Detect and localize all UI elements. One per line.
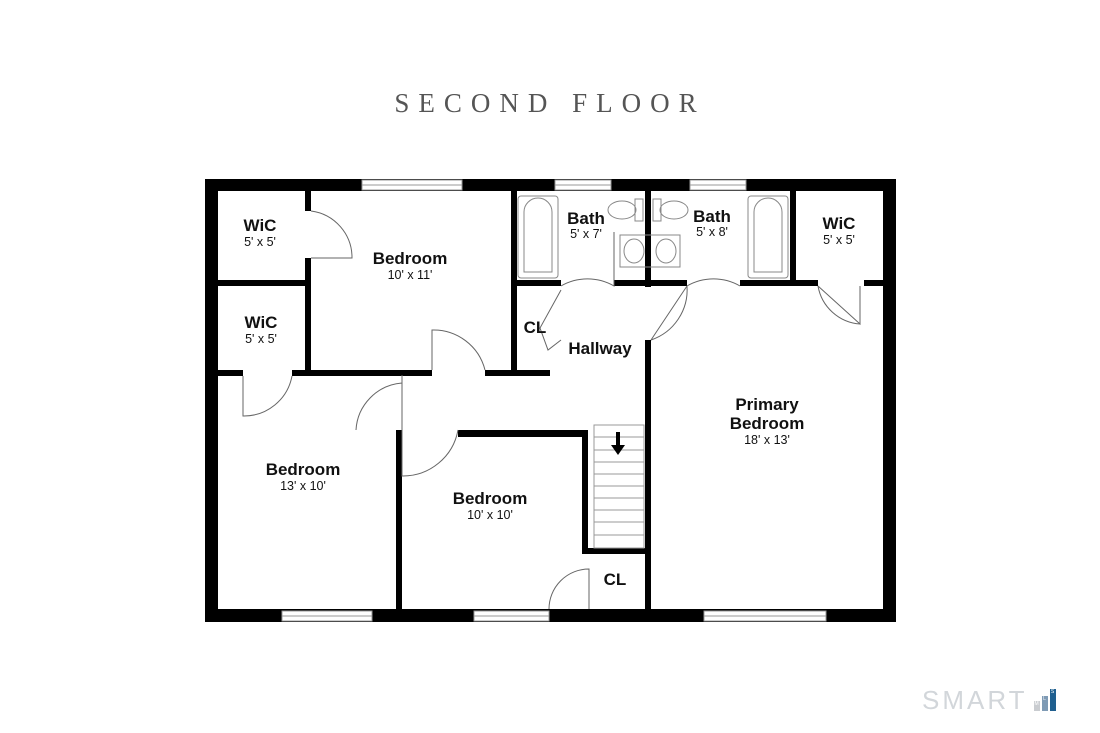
bedroom-center-name: Bedroom xyxy=(453,489,528,508)
wic-top-right-dims: 5' x 5' xyxy=(823,233,855,247)
window-lines xyxy=(282,184,826,617)
logo-bar-s: S xyxy=(1049,689,1056,711)
bath-left-dims: 5' x 7' xyxy=(570,227,602,241)
bath-right-dims: 5' x 8' xyxy=(696,225,728,239)
logo-bars: M L S xyxy=(1032,689,1056,711)
bedroom-top-dims: 10' x 11' xyxy=(388,268,433,282)
page-title: SECOND FLOOR xyxy=(394,88,706,118)
logo-text: SMART xyxy=(922,684,1028,715)
primary-bedroom-dims: 18' x 13' xyxy=(744,433,790,447)
door-swings xyxy=(242,210,861,610)
bathroom-fixtures xyxy=(517,195,789,279)
bedroom-center-dims: 10' x 10' xyxy=(467,508,513,522)
bedroom-left-name: Bedroom xyxy=(266,460,341,479)
bath-left-name: Bath xyxy=(567,209,605,228)
interior-walls xyxy=(218,191,884,610)
bedroom-left-dims: 13' x 10' xyxy=(280,479,326,493)
wic-top-left-name: WiC xyxy=(244,216,277,235)
wic-top-right-name: WiC xyxy=(823,214,856,233)
wic-mid-left-name: WiC xyxy=(245,313,278,332)
stairs xyxy=(593,424,645,549)
room-labels: WiC 5' x 5' Bedroom 10' x 11' Bath 5' x … xyxy=(244,207,856,589)
bath-right-name: Bath xyxy=(693,207,731,226)
primary-bedroom-name-line1: Primary xyxy=(735,395,799,414)
bedroom-top-name: Bedroom xyxy=(373,249,448,268)
hallway-name: Hallway xyxy=(568,339,632,358)
smart-mls-logo: SMART M L S xyxy=(922,684,1056,715)
logo-bar-l: L xyxy=(1041,696,1048,711)
wic-mid-left-dims: 5' x 5' xyxy=(245,332,277,346)
stairs-down-arrow-icon xyxy=(611,432,625,455)
logo-bar-m: M xyxy=(1033,701,1040,711)
primary-bedroom-name-line2: Bedroom xyxy=(730,414,805,433)
closet-hall-name: CL xyxy=(524,318,547,337)
closet-bottom-name: CL xyxy=(604,570,627,589)
wic-top-left-dims: 5' x 5' xyxy=(244,235,276,249)
